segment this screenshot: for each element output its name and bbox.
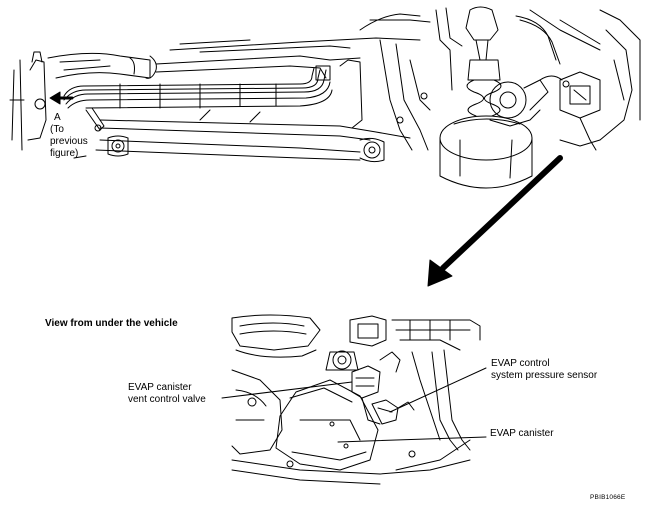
canister-label: EVAP canister [490,428,554,439]
leader-pressure-sensor [389,367,487,413]
pressure-sensor-label: EVAP control system pressure sensor [491,358,598,381]
vehicle-underbody-overview [9,6,641,189]
to-previous-leader [73,155,87,159]
to-previous-figure-label: (To previous figure) [50,124,88,159]
zoom-arrow [427,155,563,287]
vent-valve-label: EVAP canister vent control valve [128,382,206,405]
detail-view-canister-area [231,314,481,485]
figure-code: PBIB1066E [590,494,626,501]
leader-canister [337,436,487,443]
direction-arrow-to-a [49,91,74,105]
view-title: View from under the vehicle [45,318,178,329]
leader-vent-valve [221,381,353,399]
marker-a-label: A [54,112,61,123]
